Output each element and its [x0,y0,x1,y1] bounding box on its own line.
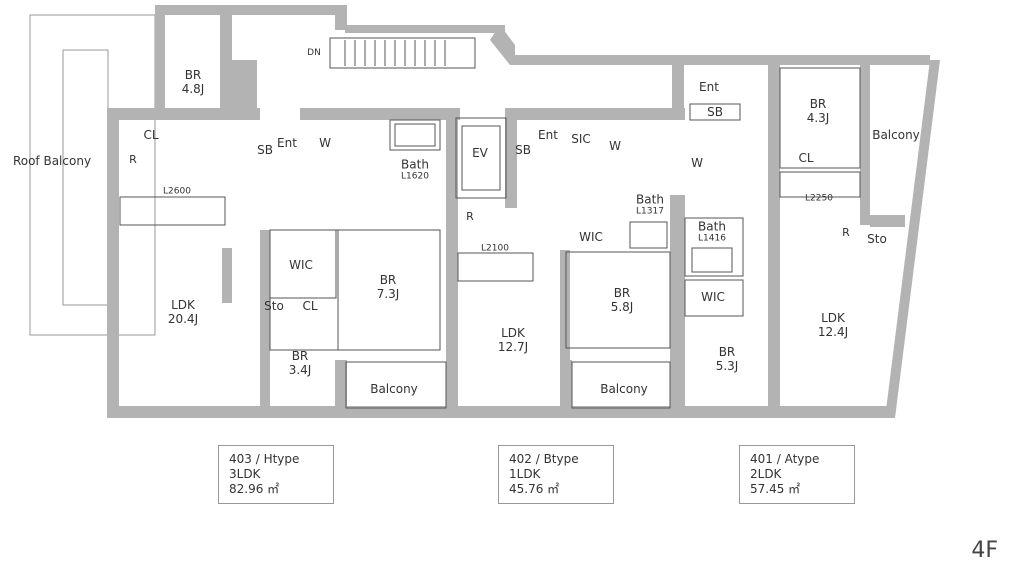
room-size: 20.4J [167,312,199,326]
roof-balcony-outline [29,14,156,336]
unit-id: 402 / Btype [509,452,579,466]
unit-info-402: 402 / Btype 1LDK 45.76 ㎡ [498,445,614,504]
closet-403: CL [143,128,159,142]
room-name: BR [613,286,631,300]
wic-402: WIC [579,230,603,244]
roof-balcony-inner [62,49,109,306]
storage-401: Sto [867,232,887,246]
entrance-403: Ent [277,136,297,150]
room-name: BR [718,345,736,359]
room-size: 7.3J [376,287,400,301]
stair-label: DN [307,48,321,58]
closet2-403: CL [302,299,318,313]
shoebox-402: SB [515,143,531,157]
unit-area: 82.96 ㎡ [229,482,280,496]
room-size: L1317 [636,206,664,217]
unit-info-401: 401 / Atype 2LDK 57.45 ㎡ [739,445,855,504]
room-size: 12.4J [817,325,849,339]
room-name: BR [291,349,309,363]
room-size: 12.7J [497,340,529,354]
washer-402: W [609,139,621,153]
kitchen-length-403: L2600 [163,186,191,197]
roof-balcony-label: Roof Balcony [12,154,92,168]
balcony-402: Balcony [600,382,648,396]
room-name: LDK [171,298,195,312]
room-size: 3.4J [288,363,312,377]
unit-id: 403 / Htype [229,452,300,466]
storage-403: Sto [264,299,284,313]
room-size: 5.8J [610,300,634,314]
refrigerator-401: R [842,226,850,239]
room-name: Bath [636,192,664,207]
balcony-403: Balcony [370,382,418,396]
entrance-402: Ent [538,128,558,142]
room-size: L1620 [401,171,429,182]
shoebox-403: SB [257,143,273,157]
refrigerator-402: R [466,210,474,223]
room-name: LDK [821,311,845,325]
sic-402: SIC [571,132,591,146]
room-name: BR [379,273,397,287]
wic-403: WIC [289,258,313,272]
unit-area: 45.76 ㎡ [509,482,560,496]
balcony-401: Balcony [872,128,920,142]
unit-id: 401 / Atype [750,452,820,466]
floor-label: 4F [971,538,998,563]
room-name: Bath [401,157,429,172]
wic-401: WIC [701,290,725,304]
room-size: 4.3J [806,111,830,125]
closet-401: CL [798,151,814,165]
room-name: BR [809,97,827,111]
unit-layout: 2LDK [750,467,782,481]
room-name: Bath [698,219,726,234]
unit-info-403: 403 / Htype 3LDK 82.96 ㎡ [218,445,334,504]
elevator: EV [472,146,488,160]
entrance-401: Ent [699,80,719,94]
room-size: L1416 [698,233,726,244]
refrigerator-403: R [129,153,137,166]
washer-401: W [691,156,703,170]
kitchen-length-401: L2250 [805,193,833,204]
room-name: BR [184,68,202,82]
unit-layout: 1LDK [509,467,541,481]
room-size: 4.8J [181,82,205,96]
washer-403: W [319,136,331,150]
unit-area: 57.45 ㎡ [750,482,801,496]
room-size: 5.3J [715,359,739,373]
shoebox-401: SB [707,105,723,119]
unit-layout: 3LDK [229,467,261,481]
kitchen-length-402: L2100 [481,243,509,254]
room-name: LDK [501,326,525,340]
